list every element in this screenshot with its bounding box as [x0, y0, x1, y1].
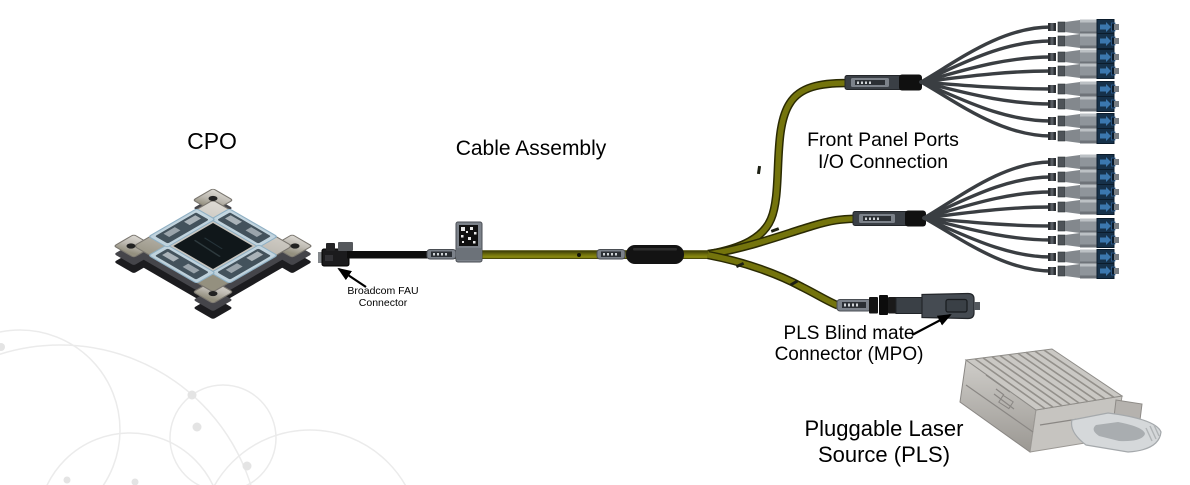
fanout-group-bottom — [922, 154, 1119, 279]
black-cable-segment — [347, 251, 429, 259]
fanout-group-top — [919, 19, 1119, 144]
fanout-connectors — [919, 19, 1119, 279]
pls-connector-label-line1: PLS Blind mate — [783, 323, 915, 344]
fiber-cable — [922, 175, 1053, 220]
cable-assembly-illustration — [318, 74, 980, 320]
pls-module-illustration — [959, 348, 1162, 453]
fiber-cable — [922, 190, 1053, 220]
callout-arrows — [337, 267, 952, 336]
lc-connector — [1048, 96, 1119, 112]
fiber-cable — [919, 39, 1053, 84]
fiber-cable — [922, 216, 1053, 273]
pls-pull-tab — [1070, 412, 1162, 453]
cable-label-tag — [426, 249, 457, 260]
fiber-cable — [919, 80, 1053, 106]
cable-branches — [707, 78, 856, 310]
fau-label-line2: Connector — [358, 297, 408, 309]
fiber-cable — [922, 216, 1053, 242]
cable-assembly-label-text: Cable Assembly — [455, 137, 607, 160]
cpo-fiber-blocks — [149, 208, 277, 284]
watermark-dots — [0, 343, 252, 485]
pls-connector-label-line2: Connector (MPO) — [774, 344, 924, 365]
branch-top — [709, 80, 848, 257]
front-panel-label-line2: I/O Connection — [817, 151, 949, 173]
breakout-sleeve-top — [844, 74, 922, 91]
lc-connector — [1048, 263, 1119, 279]
pls-label-line2: Source (PLS) — [817, 442, 951, 467]
fau-connector-label: Broadcom FAU Connector — [347, 285, 418, 309]
lc-connector — [1048, 63, 1119, 79]
cable-sleeve — [626, 245, 684, 264]
pls-connector-label: PLS Blind mate Connector (MPO) — [775, 323, 924, 365]
lc-connector — [1048, 113, 1119, 129]
fiber-cable — [919, 80, 1053, 91]
lc-connector — [1048, 199, 1119, 215]
fiber-cable — [922, 216, 1053, 228]
lc-connector — [1048, 81, 1119, 97]
lc-connector — [1048, 169, 1119, 185]
fau-callout-arrow — [337, 267, 367, 288]
cable-assembly-label: Cable Assembly — [456, 137, 607, 161]
fiber-cable — [919, 69, 1053, 84]
cpo-tab-holes — [126, 195, 300, 297]
fau-connector — [318, 242, 353, 267]
pls-label-line1: Pluggable Laser — [804, 416, 964, 441]
mpo-connector — [836, 292, 980, 320]
pls-label: Pluggable Laser Source (PLS) — [804, 416, 963, 468]
mpo-callout-arrow — [911, 314, 952, 336]
front-panel-label-line1: Front Panel Ports — [807, 129, 959, 151]
pls-heatsink-fins — [974, 349, 1115, 410]
lc-connector — [1048, 49, 1119, 65]
cpo-label-text: CPO — [187, 128, 237, 154]
lc-connector — [1048, 128, 1119, 144]
lc-connector — [1048, 249, 1119, 265]
branch-tie-marks — [735, 165, 799, 287]
fiber-cable — [922, 160, 1053, 220]
cable-label-tag — [596, 249, 626, 260]
lc-connector — [1048, 19, 1119, 35]
fau-label-line1: Broadcom FAU — [347, 285, 419, 297]
fiber-cable — [919, 55, 1053, 84]
lc-connector — [1048, 218, 1119, 234]
front-panel-label: Front Panel Ports I/O Connection — [807, 129, 959, 173]
cpo-package-illustration — [114, 188, 312, 319]
qr-code-tag — [455, 221, 483, 263]
branch-bottom — [707, 252, 840, 309]
lc-connector — [1048, 154, 1119, 170]
olive-cable-segment — [452, 250, 714, 259]
watermark-circles — [0, 329, 407, 485]
cpo-label: CPO — [187, 128, 237, 155]
breakout-sleeve-middle — [852, 210, 926, 227]
lc-connector — [1048, 232, 1119, 248]
fiber-cable — [922, 205, 1053, 220]
branch-middle — [707, 215, 856, 257]
lc-connector — [1048, 33, 1119, 49]
lc-connector — [1048, 184, 1119, 200]
fiber-cable — [919, 80, 1053, 138]
